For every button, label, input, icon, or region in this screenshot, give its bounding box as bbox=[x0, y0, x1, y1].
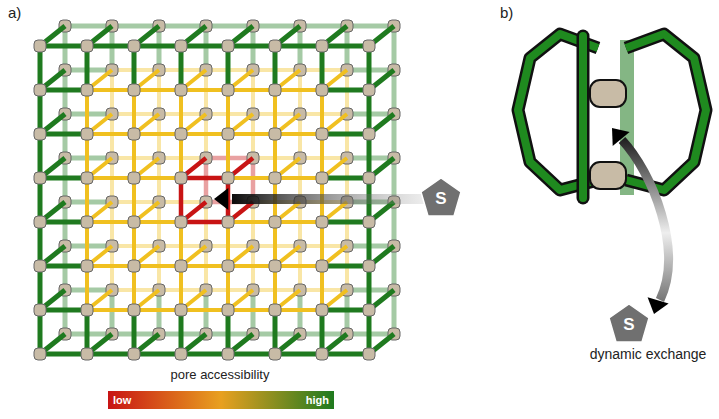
legend-swatch: low bbox=[108, 391, 221, 409]
arrows bbox=[214, 128, 669, 314]
legend-swatch: high bbox=[221, 391, 334, 409]
substrate-pentagon: S bbox=[420, 177, 462, 217]
legend-text: high bbox=[306, 394, 329, 406]
panel-label: b) bbox=[500, 4, 513, 21]
substrate-label: S bbox=[608, 303, 650, 343]
cage-molecule bbox=[518, 34, 706, 198]
caption-label: dynamic exchange bbox=[590, 346, 707, 362]
substrate-label: S bbox=[420, 177, 462, 217]
legend-text: low bbox=[113, 394, 131, 406]
substrate-pentagon: S bbox=[608, 303, 650, 343]
pore-lattice bbox=[34, 20, 400, 360]
panel-label: a) bbox=[8, 4, 21, 21]
legend-title: pore accessibility bbox=[171, 367, 270, 382]
